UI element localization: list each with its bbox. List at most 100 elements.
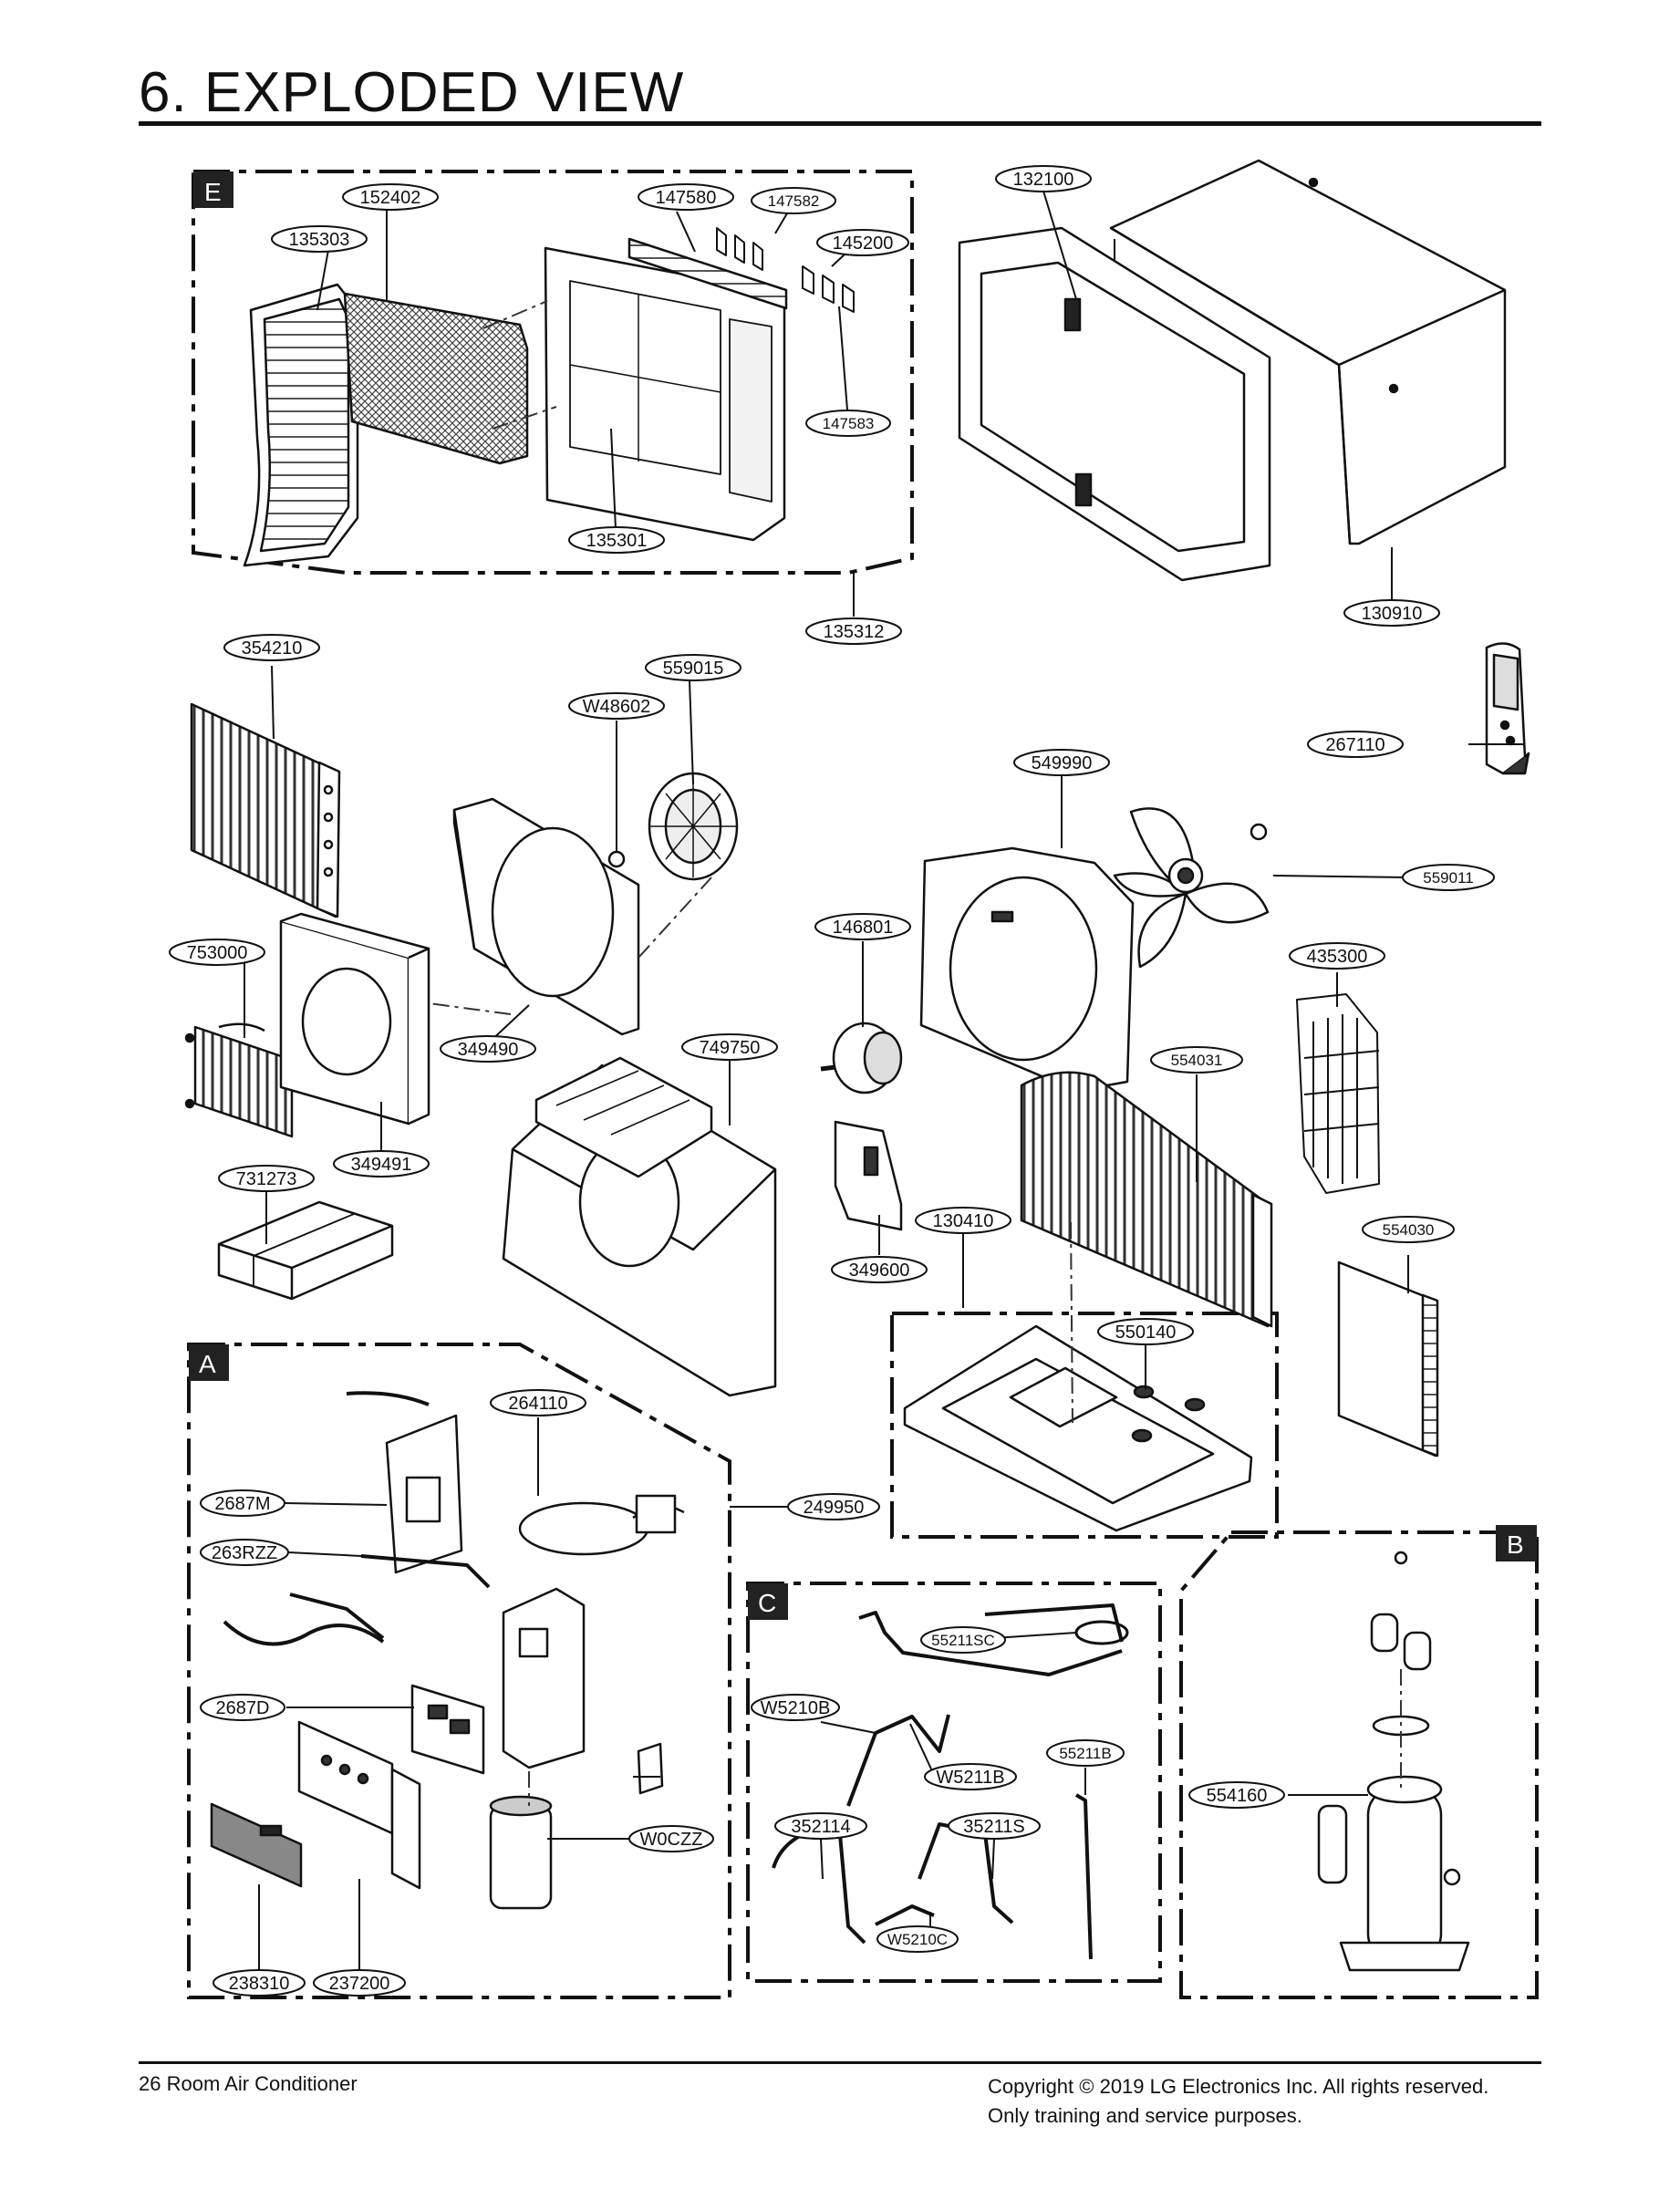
callout-263rzz-bubble: [200, 1539, 289, 1566]
group-c-label: C: [758, 1589, 776, 1617]
heater-rack: [1296, 993, 1380, 1194]
callout-549990-bubble: [1013, 749, 1110, 776]
callout-237200: 237200: [329, 1974, 390, 1994]
callout-435300: 435300: [1307, 947, 1368, 967]
vane-clips: [716, 227, 855, 313]
leader-lines: [244, 187, 1525, 1970]
group-b-label: B: [1507, 1530, 1524, 1559]
motor-bracket: [834, 1120, 903, 1231]
group-e-boundary: [192, 170, 914, 575]
callout-147583-bubble: [805, 410, 891, 437]
callout-147582: 147582: [768, 192, 820, 210]
callout-559015-bubble: [645, 654, 741, 681]
side-panel: [1337, 1260, 1439, 1458]
callout-146801: 146801: [833, 918, 894, 938]
callout-w48602-bubble: [568, 692, 665, 720]
group-c-boundary: [746, 1582, 1162, 1983]
control-box: [502, 1587, 586, 1769]
condenser-coil: [1020, 1071, 1273, 1328]
group-b-boundary: [1179, 1530, 1539, 1999]
callout-354210: 354210: [242, 638, 303, 659]
callout-354210-bubble: [223, 634, 320, 661]
remote-control: [1485, 642, 1530, 775]
callout-w0czz-bubble: [628, 1825, 714, 1852]
callout-753000: 753000: [187, 943, 248, 963]
footer-copyright: Copyright © 2019 LG Electronics Inc. All…: [988, 2072, 1488, 2131]
control-housing: [385, 1414, 463, 1574]
callout-550140-bubble: [1097, 1318, 1194, 1345]
callout-267110: 267110: [1325, 735, 1384, 755]
compressor-mounts: [1370, 1551, 1432, 1737]
fan-motor: [820, 1022, 903, 1094]
callout-145200: 145200: [833, 233, 894, 254]
front-grille: [243, 283, 359, 567]
evaporator-coil: [190, 702, 341, 918]
callout-35211s: 35211S: [963, 1817, 1024, 1837]
callout-147582-bubble: [751, 187, 836, 214]
group-center-boundary: [890, 1312, 1279, 1539]
callout-135303: 135303: [289, 230, 350, 250]
callout-147583: 147583: [823, 415, 875, 432]
group-a-tag: [189, 1344, 229, 1381]
callout-w5210b: W5210B: [761, 1698, 831, 1718]
condenser-fan: [1113, 807, 1270, 969]
callout-349490: 349490: [458, 1040, 519, 1060]
callout-749750: 749750: [700, 1038, 761, 1058]
callout-352114-bubble: [774, 1812, 867, 1840]
callout-238310: 238310: [229, 1974, 290, 1994]
callout-w5211b: W5211B: [936, 1768, 1004, 1788]
footer-page-info: 26 Room Air Conditioner: [139, 2072, 358, 2095]
base-tray: [502, 1056, 777, 1397]
callout-554030-bubble: [1362, 1216, 1455, 1243]
callout-130410: 130410: [933, 1211, 994, 1231]
callout-264110-bubble: [490, 1389, 586, 1416]
capacitor: [489, 1795, 553, 1910]
callout-135301: 135301: [586, 531, 648, 551]
callout-2687m: 2687M: [214, 1494, 270, 1514]
air-filter: [343, 292, 529, 465]
callout-135301-bubble: [568, 526, 665, 554]
callout-147580: 147580: [656, 188, 717, 208]
accessory-box: [217, 1200, 394, 1301]
capacitor-bracket: [637, 1742, 664, 1795]
callout-2687d: 2687D: [216, 1698, 270, 1718]
base-pan: [903, 1324, 1253, 1532]
callout-w0czz: W0CZZ: [640, 1830, 703, 1850]
callout-238310-bubble: [213, 1969, 306, 1997]
callout-w48602: W48602: [583, 697, 651, 717]
power-cord: [518, 1494, 685, 1556]
panel-bracket: [390, 1768, 421, 1890]
callout-559015: 559015: [663, 659, 724, 679]
compressor: [1317, 1775, 1470, 1972]
callout-559011: 559011: [1423, 869, 1473, 887]
callout-549990: 549990: [1032, 753, 1093, 773]
callout-731273: 731273: [236, 1169, 297, 1189]
callout-554031-bubble: [1150, 1046, 1243, 1074]
fan-shroud: [452, 797, 640, 1036]
callout-w5210b-bubble: [751, 1694, 840, 1721]
group-e-label: E: [204, 178, 222, 206]
air-vane: [627, 237, 788, 310]
callout-135303-bubble: [271, 225, 368, 253]
callout-435300-bubble: [1289, 942, 1385, 970]
callout-2687d-bubble: [200, 1694, 285, 1721]
callout-753000-bubble: [169, 939, 265, 966]
footer-rule: [139, 2061, 1541, 2064]
callout-349600: 349600: [849, 1260, 910, 1281]
callout-145200-bubble: [816, 229, 909, 256]
callout-130910-bubble: [1343, 599, 1440, 627]
blower-wheel: [648, 772, 739, 881]
callout-554031: 554031: [1171, 1052, 1223, 1069]
callout-130910: 130910: [1362, 604, 1423, 624]
group-a-boundary: [187, 1343, 731, 1999]
callout-w5210c-bubble: [876, 1925, 959, 1953]
group-c-tag: [748, 1583, 788, 1620]
callout-352114: 352114: [791, 1817, 850, 1837]
callout-559011-bubble: [1402, 864, 1495, 891]
callout-349490-bubble: [440, 1035, 536, 1063]
callout-554160: 554160: [1207, 1786, 1268, 1806]
callout-152402-bubble: [342, 183, 439, 211]
callout-35211s-bubble: [948, 1812, 1041, 1840]
grommet: [607, 850, 626, 868]
